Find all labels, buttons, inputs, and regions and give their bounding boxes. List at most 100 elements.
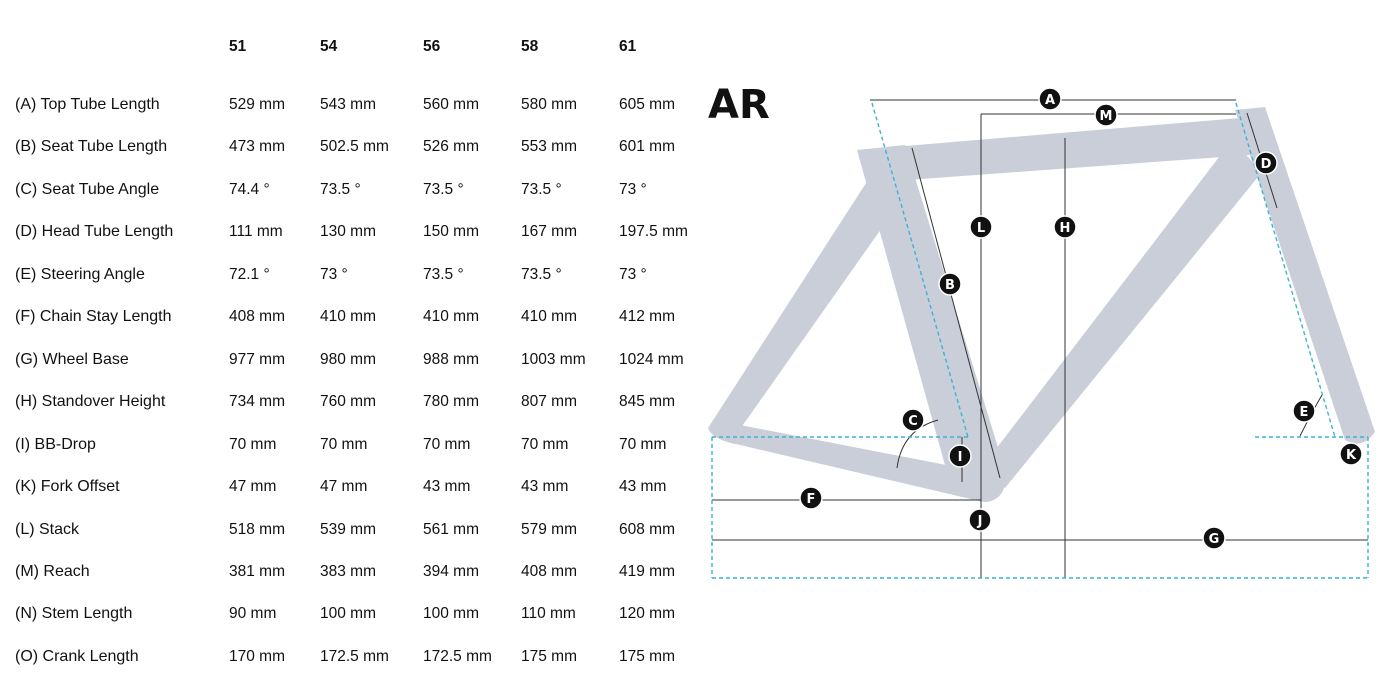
row-value: 197.5 mm <box>619 223 688 241</box>
row-value: 580 mm <box>521 96 577 113</box>
row-value: 408 mm <box>229 308 285 326</box>
seat-tube <box>857 145 1005 494</box>
row-value: 412 mm <box>619 308 675 326</box>
size-header-row: 51 54 56 58 61 <box>0 38 705 64</box>
marker-e: E <box>1292 399 1316 423</box>
svg-text:I: I <box>958 450 963 465</box>
row-value: 110 mm <box>521 605 576 623</box>
row-value: 560 mm <box>423 96 479 113</box>
table-row: (F) Chain Stay Length 408 mm 410 mm 410 mm 4… <box>0 308 705 334</box>
row-label: (D) Head Tube Length <box>15 223 174 241</box>
row-value: 977 mm <box>229 350 285 368</box>
size-header: 51 <box>229 38 247 55</box>
row-label: (O) Crank Length <box>15 647 139 665</box>
row-value: 120 mm <box>619 605 675 623</box>
row-value: 807 mm <box>521 393 577 411</box>
row-value: 70 mm <box>229 435 277 453</box>
marker-i: I <box>948 444 972 468</box>
svg-text:L: L <box>977 221 985 236</box>
row-value: 605 mm <box>619 96 675 113</box>
row-label: (A) Top Tube Length <box>15 96 160 113</box>
row-value: 408 mm <box>521 562 577 580</box>
row-value: 70 mm <box>521 435 569 453</box>
row-label: (C) Seat Tube Angle <box>15 180 160 198</box>
marker-k: K <box>1339 442 1363 466</box>
seat-tube-axis-guide <box>871 102 969 438</box>
table-row: (E) Steering Angle 72.1 ° 73 ° 73.5 ° 73.5 °… <box>0 266 705 292</box>
row-value: 70 mm <box>619 435 667 453</box>
chain-stay <box>708 425 975 500</box>
size-header: 54 <box>320 38 338 55</box>
row-value: 988 mm <box>423 350 479 368</box>
row-value: 73.5 ° <box>521 265 562 283</box>
row-label: (L) Stack <box>15 520 80 538</box>
row-value: 73 ° <box>619 180 647 198</box>
row-value: 579 mm <box>521 520 577 538</box>
top-tube <box>857 118 1250 182</box>
row-value: 175 mm <box>521 647 577 665</box>
row-value: 1024 mm <box>619 350 684 368</box>
seat-tube-dimension-line <box>911 147 1001 479</box>
row-value: 73.5 ° <box>423 265 464 283</box>
row-value: 760 mm <box>320 393 376 411</box>
seat-stay <box>708 180 898 432</box>
row-label: (G) Wheel Base <box>15 350 129 368</box>
svg-text:B: B <box>945 278 955 293</box>
row-value: 70 mm <box>423 435 471 453</box>
guide-lines <box>711 102 1369 579</box>
row-value: 73.5 ° <box>521 180 562 198</box>
row-label: (N) Stem Length <box>15 605 133 623</box>
row-value: 47 mm <box>320 478 368 496</box>
marker-g: G <box>1202 526 1226 550</box>
row-value: 72.1 ° <box>229 265 270 283</box>
bottom-bracket <box>965 462 1005 502</box>
head-tube-fork <box>1235 107 1375 444</box>
row-value: 553 mm <box>521 138 577 156</box>
marker-f: F <box>799 486 823 510</box>
row-value: 561 mm <box>423 520 479 538</box>
marker-m: M <box>1094 103 1118 127</box>
row-value: 1003 mm <box>521 350 586 368</box>
row-value: 90 mm <box>229 605 277 623</box>
row-value: 170 mm <box>229 647 285 665</box>
row-value: 73.5 ° <box>320 180 361 198</box>
row-value: 172.5 mm <box>320 647 389 665</box>
row-value: 175 mm <box>619 647 675 665</box>
row-label: (K) Fork Offset <box>15 478 120 496</box>
row-label: (B) Seat Tube Length <box>15 138 168 156</box>
svg-text:H: H <box>1060 221 1071 236</box>
down-tube <box>980 140 1262 488</box>
row-label: (M) Reach <box>15 562 90 580</box>
row-value: 410 mm <box>423 308 479 326</box>
marker-c: C <box>901 408 925 432</box>
row-value: 383 mm <box>320 562 376 580</box>
marker-a: A <box>1038 87 1062 111</box>
row-value: 167 mm <box>521 223 577 241</box>
size-header: 58 <box>521 38 539 55</box>
marker-d: D <box>1254 151 1278 175</box>
row-label: (E) Steering Angle <box>15 265 145 283</box>
svg-text:M: M <box>1100 109 1113 124</box>
row-value: 410 mm <box>320 308 376 326</box>
dimension-markers: A M D L H B C E I K F J G <box>799 87 1363 550</box>
bike-frame-silhouette <box>708 107 1375 502</box>
svg-text:F: F <box>807 492 816 507</box>
row-value: 73 ° <box>320 265 348 283</box>
svg-text:E: E <box>1300 405 1309 420</box>
row-value: 70 mm <box>320 435 368 453</box>
steering-axis-guide <box>1235 102 1336 438</box>
row-label: (I) BB-Drop <box>15 435 96 453</box>
row-value: 100 mm <box>423 605 479 623</box>
row-value: 518 mm <box>229 520 285 538</box>
row-label: (F) Chain Stay Length <box>15 308 172 326</box>
row-value: 608 mm <box>619 520 675 538</box>
row-value: 734 mm <box>229 393 285 411</box>
row-value: 381 mm <box>229 562 285 580</box>
